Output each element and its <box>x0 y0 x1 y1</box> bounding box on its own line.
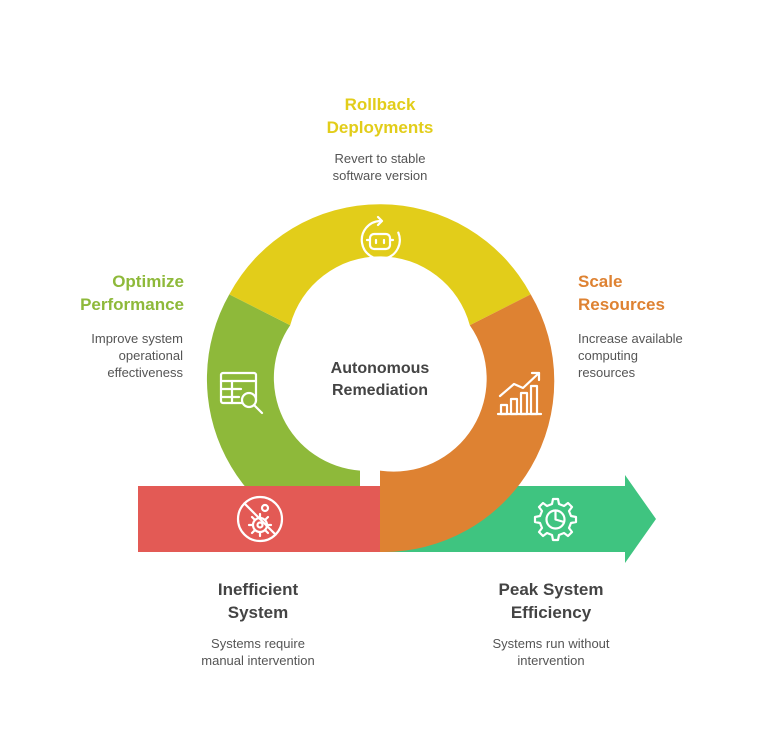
scale-desc-line3: resources <box>578 365 636 380</box>
peak-desc-line2: intervention <box>517 653 585 668</box>
optimize-desc-line3: effectiveness <box>107 365 183 380</box>
rollback-segment <box>229 204 531 326</box>
inefficient-title-line2: System <box>227 603 289 622</box>
optimize-title: Optimize Performance <box>40 270 184 316</box>
center-title-line1: Autonomous <box>330 360 430 377</box>
growth-chart-icon <box>496 371 543 416</box>
inefficient-title: Inefficient System <box>178 578 338 624</box>
gear-pie-icon <box>533 497 578 542</box>
peak-title: Peak System Efficiency <box>466 578 636 624</box>
robot-refresh-icon <box>360 215 401 261</box>
scale-segment <box>380 294 555 553</box>
center-title-line2: Remediation <box>331 382 428 399</box>
rollback-title-line2: Deployments <box>326 118 434 137</box>
optimize-segment <box>206 294 360 549</box>
peak-title-line2: Efficiency <box>510 603 592 622</box>
peak-desc: Systems run without intervention <box>456 635 646 669</box>
rollback-desc-line1: Revert to stable <box>334 151 426 166</box>
broken-gear-icon <box>236 495 284 543</box>
optimize-title-line2: Performance <box>80 295 184 314</box>
rollback-desc-line2: software version <box>332 168 428 183</box>
scale-title: Scale Resources <box>578 270 738 316</box>
optimize-desc: Improve system operational effectiveness <box>40 330 183 381</box>
scale-desc: Increase available computing resources <box>578 330 748 381</box>
scale-title-line1: Scale <box>578 272 623 291</box>
optimize-desc-line2: operational <box>118 348 183 363</box>
optimize-desc-line1: Improve system <box>91 331 183 346</box>
rollback-title: Rollback Deployments <box>300 93 460 139</box>
inefficient-desc-line2: manual intervention <box>201 653 315 668</box>
optimize-title-line1: Optimize <box>112 272 184 291</box>
peak-desc-line1: Systems run without <box>492 636 610 651</box>
rollback-title-line1: Rollback <box>344 95 416 114</box>
inefficient-desc-line1: Systems require <box>211 636 305 651</box>
scale-desc-line2: computing <box>578 348 638 363</box>
peak-title-line1: Peak System <box>498 580 604 599</box>
scale-title-line2: Resources <box>578 295 665 314</box>
rollback-desc: Revert to stable software version <box>290 150 470 184</box>
table-search-icon <box>219 371 264 415</box>
center-title: Autonomous Remediation <box>300 358 460 402</box>
inefficient-title-line1: Inefficient <box>217 580 299 599</box>
inefficient-desc: Systems require manual intervention <box>168 635 348 669</box>
scale-desc-line1: Increase available <box>578 331 683 346</box>
